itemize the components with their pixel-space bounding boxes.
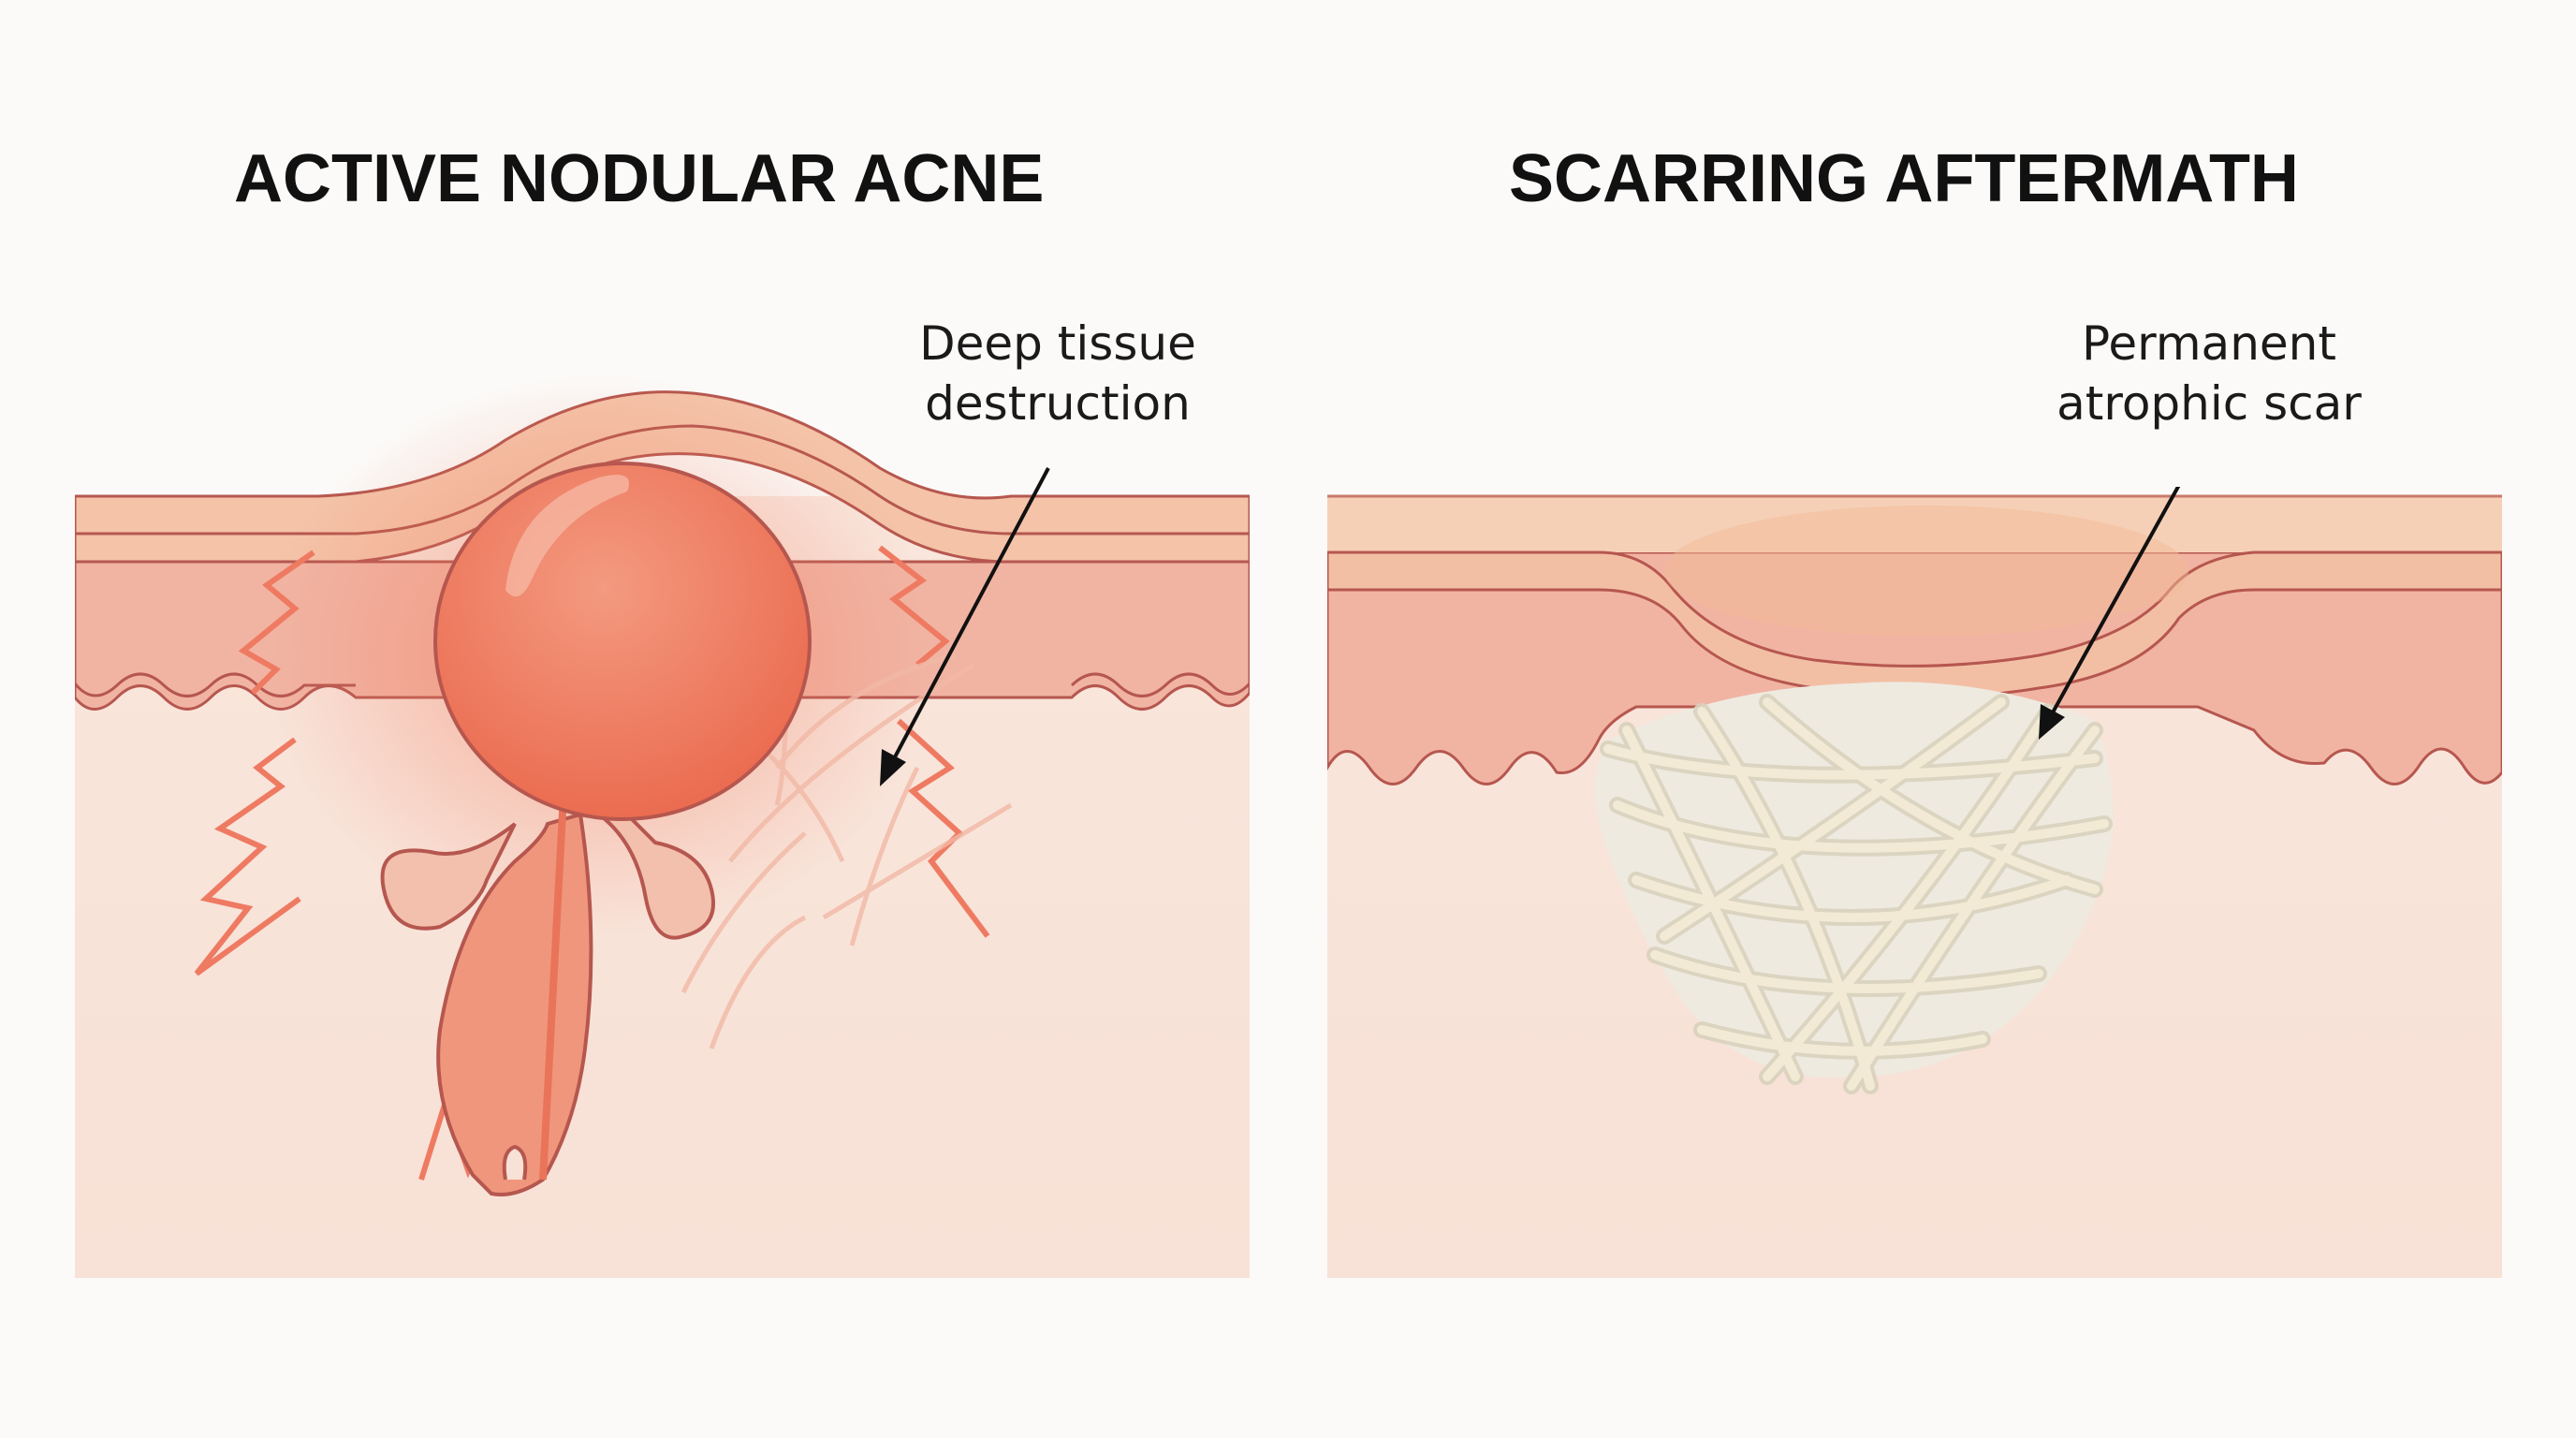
annotation-line-1: Deep tissue bbox=[919, 316, 1196, 371]
annotation-permanent-atrophic-scar: Permanent atrophic scar bbox=[2022, 314, 2396, 433]
panel-title-active-acne: ACTIVE NODULAR ACNE bbox=[234, 141, 1045, 216]
annotation-deep-tissue-destruction: Deep tissue destruction bbox=[880, 314, 1236, 433]
active-acne-illustration bbox=[75, 374, 1250, 1278]
annotation-line-1: Permanent bbox=[2082, 316, 2336, 371]
annotation-line-2: destruction bbox=[925, 376, 1191, 431]
scarring-illustration bbox=[1327, 487, 2502, 1278]
panel-title-scarring: SCARRING AFTERMATH bbox=[1509, 141, 2299, 216]
annotation-line-2: atrophic scar bbox=[2056, 376, 2362, 431]
